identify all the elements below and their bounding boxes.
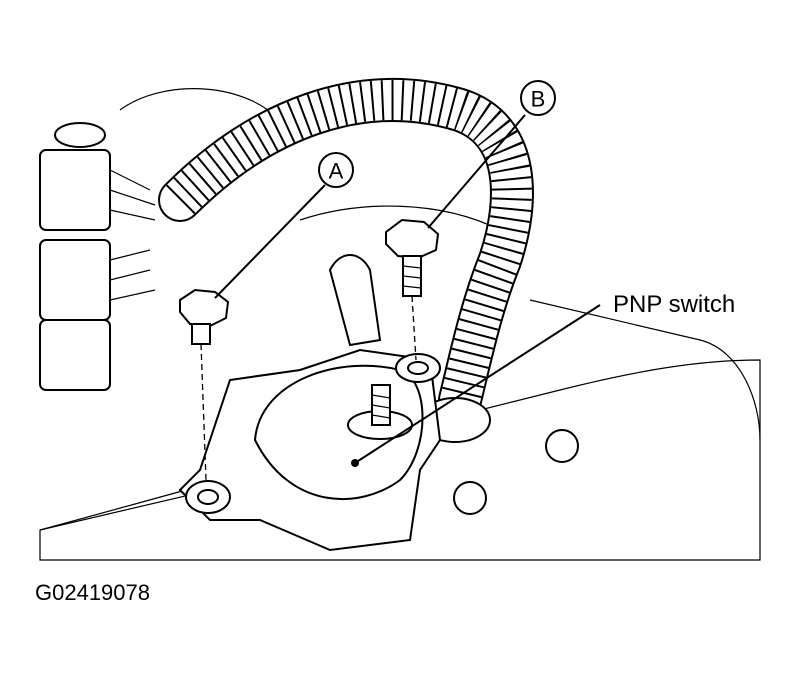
bolt-a [179,288,230,481]
callout-b-label: B [531,87,546,112]
callout-a: A [318,152,354,188]
pnp-switch-body [178,348,442,552]
pnp-switch-label: PNP switch [613,291,735,318]
leader-a [214,184,326,299]
figure-code: G02419078 [35,580,150,605]
leader-pnp [354,304,601,464]
fluid-tube [328,254,382,347]
flange-bolts [453,429,579,515]
wiring-connectors [39,122,156,391]
pnp-leader-dot [351,459,359,467]
bolt-b [385,218,440,361]
callout-b: B [520,80,556,116]
callout-a-label: A [329,159,344,184]
leader-b [427,114,526,229]
